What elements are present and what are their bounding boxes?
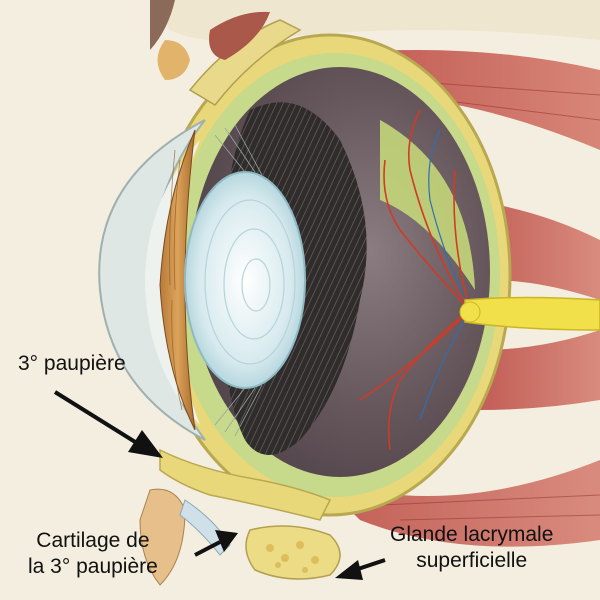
arrow-lacrymal-gland [335,558,386,580]
anterior-chamber [145,140,200,425]
lens [184,171,306,389]
iris [159,129,196,431]
retinal-veins [419,129,471,421]
optic-nerve [464,296,600,331]
label-arrows [53,390,386,580]
lacrymal-gland-label: Glande lacrymale superficielle [390,522,553,574]
meibomian-gland [157,40,190,80]
inferior-rectus-muscle [320,460,600,547]
retinal-vessels [359,109,471,451]
lacrymal-gland-label-line2: superficielle [416,549,528,572]
zonule-fibers [214,124,263,437]
cartilage-label-line2: la 3° paupière [28,555,158,578]
upper-eyelid [150,0,302,106]
arrow-third-eyelid [53,390,163,458]
lower-lid-fold [139,488,186,586]
lacrymal-gland-label-line1: Glande lacrymale [390,523,554,546]
third-eyelid [159,448,332,521]
lateral-muscle-lower [480,330,600,410]
tapetum [380,120,475,290]
cartilage-label: Cartilage de la 3° paupière [28,528,158,580]
third-eyelid-label: 3° paupière [18,351,126,377]
lower-eyelid-region [139,448,341,586]
eyelash [150,0,175,50]
cartilage-label-line1: Cartilage de [36,529,150,552]
optic-disc [459,301,481,323]
arrow-cartilage [194,530,238,557]
lens-rings [204,199,296,365]
superficial-lacrimal-gland [245,525,341,580]
third-eyelid-label-text: 3° paupière [18,352,126,375]
upper-lid-gland [209,11,270,60]
